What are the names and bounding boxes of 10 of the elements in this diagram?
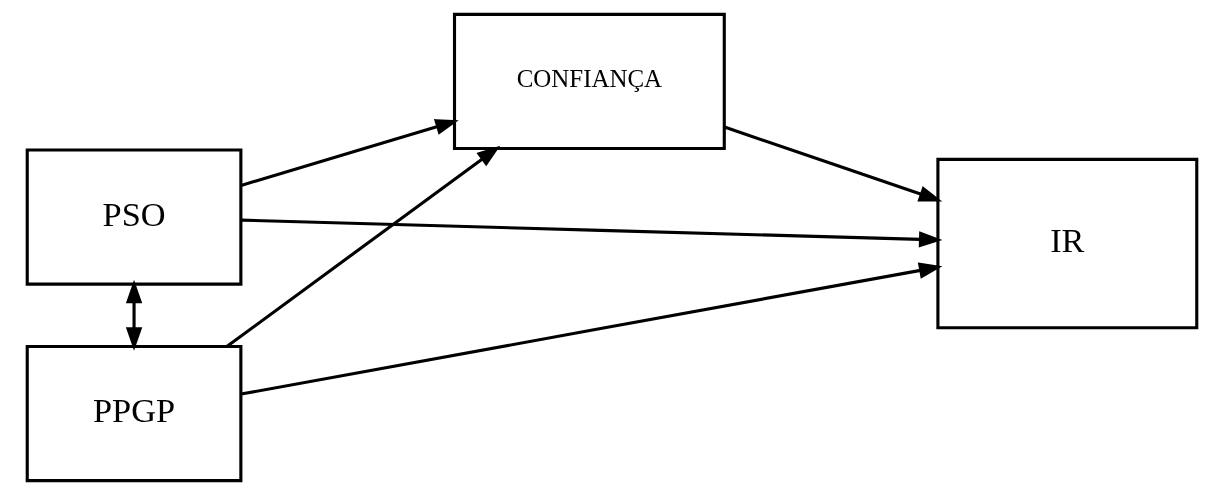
arrow [226, 145, 501, 348]
node-box: PSO [25, 148, 243, 286]
node-box: CONFIANÇA [452, 12, 726, 151]
arrow [240, 119, 459, 187]
arrow [723, 125, 943, 202]
arrow [125, 279, 143, 351]
arrow [241, 218, 943, 248]
arrow [240, 262, 943, 396]
node-box: PPGP [25, 344, 243, 483]
node-box: IR [936, 157, 1199, 330]
